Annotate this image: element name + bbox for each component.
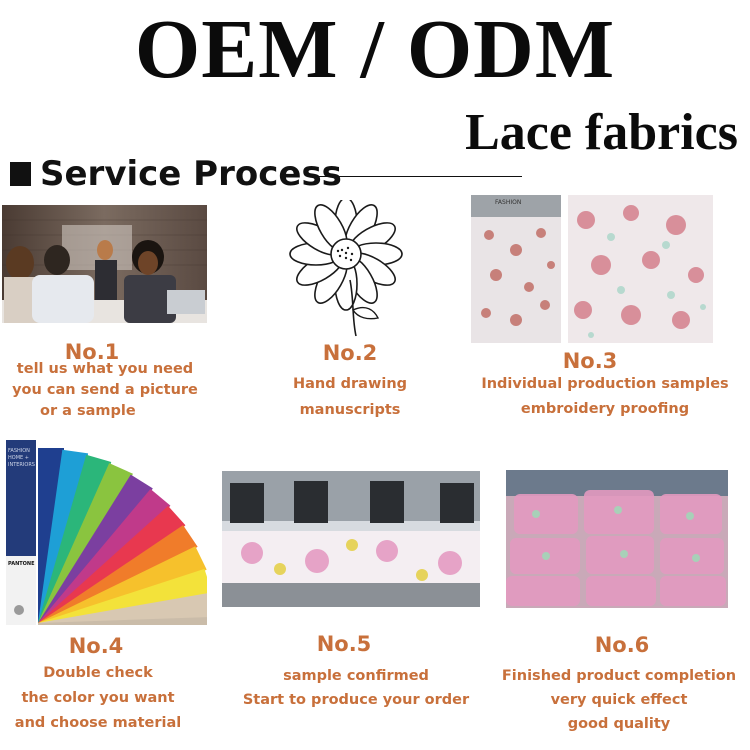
svg-text:PANTONE: PANTONE <box>8 561 35 567</box>
step-4-description: Double check the color you want and choo… <box>0 661 196 736</box>
section-divider <box>318 176 522 177</box>
step-1-number: No.1 <box>64 340 120 364</box>
step-5-description: sample confirmed Start to produce your o… <box>225 664 487 712</box>
lace-samples-photo: FASHION <box>471 195 713 343</box>
step-4-line-2: the color you want <box>21 690 175 706</box>
step-6-line-3: good quality <box>567 716 671 732</box>
svg-text:FASHION: FASHION <box>8 448 30 454</box>
page-title: OEM / ODM <box>134 3 616 96</box>
step-6-line-1: Finished product completion <box>501 668 737 684</box>
step-6-description: Finished product completion very quick e… <box>488 664 750 736</box>
step-2-number: No.2 <box>322 341 378 365</box>
step-5-number: No.5 <box>316 632 372 656</box>
section-title: Service Process <box>40 154 342 194</box>
svg-text:FASHION: FASHION <box>495 199 521 206</box>
business-meeting-photo <box>2 205 207 323</box>
step-1-line-1: tell us what you need <box>16 361 194 377</box>
finished-fabric-rolls-photo <box>506 470 728 608</box>
step-4-line-3: and choose material <box>14 715 182 731</box>
step-3-line-1: Individual production samples <box>481 376 729 392</box>
step-6-number: No.6 <box>594 633 650 657</box>
step-3-line-2: embroidery proofing <box>520 401 690 417</box>
svg-text:INTERIORS: INTERIORS <box>8 462 35 468</box>
embroidery-machine-photo <box>222 471 480 607</box>
step-2-description: Hand drawing manuscripts <box>260 371 440 423</box>
step-5-line-2: Start to produce your order <box>242 692 470 708</box>
step-3-description: Individual production samples embroidery… <box>470 372 740 422</box>
step-4-line-1: Double check <box>43 665 153 681</box>
flower-sketch <box>282 200 410 338</box>
section-square-icon <box>10 162 31 186</box>
pantone-color-guide: FASHION HOME + INTERIORS PANTONE <box>2 438 207 625</box>
page-subtitle: Lace fabrics <box>465 104 738 161</box>
step-1-line-3: or a sample <box>40 403 136 419</box>
step-2-line-2: manuscripts <box>299 402 401 418</box>
svg-text:HOME +: HOME + <box>8 455 29 461</box>
step-1-description: tell us what you need you can send a pic… <box>0 359 210 422</box>
step-5-line-1: sample confirmed <box>283 668 429 684</box>
step-1-line-2: you can send a picture <box>12 382 198 398</box>
step-4-number: No.4 <box>68 634 124 658</box>
step-2-line-1: Hand drawing <box>292 376 408 392</box>
step-3-number: No.3 <box>562 349 618 373</box>
step-6-line-2: very quick effect <box>550 692 688 708</box>
